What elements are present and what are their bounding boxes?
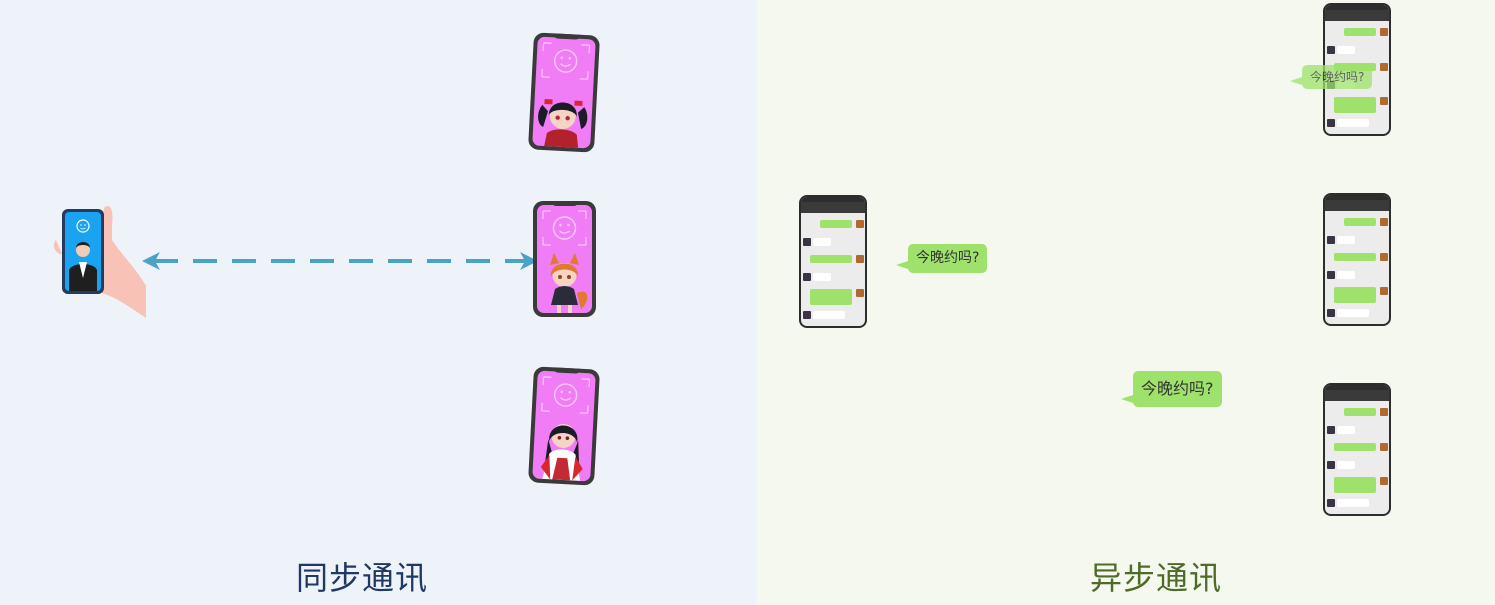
chat-header-bar: [1325, 200, 1389, 211]
hand-holding-phone-icon: [53, 205, 146, 318]
smiley-frame-icon: [541, 42, 591, 80]
message-bubble-sent: 今晚约吗?: [895, 244, 988, 273]
smiley-frame-icon: [541, 376, 591, 414]
chat-phone-receiver-2: [1323, 193, 1391, 326]
receiver-phone-2: [533, 201, 596, 317]
sync-panel: 同步通讯: [0, 0, 757, 605]
message-bubble-arriving: 今晚约吗?: [1289, 65, 1373, 89]
chat-header-bar: [801, 202, 865, 213]
smiley-frame-icon: [542, 210, 587, 246]
anime-shrine-maiden-icon: [540, 423, 583, 481]
anime-girl-twintails-icon: [538, 98, 588, 148]
chat-phone-receiver-3: [1323, 383, 1391, 516]
anime-fox-girl-icon: [550, 253, 588, 313]
message-bubble-in-transit: 今晚约吗?: [1121, 371, 1222, 407]
chat-header-bar: [1325, 10, 1389, 21]
async-caption: 异步通讯: [1090, 559, 1223, 597]
receiver-phone-1: [527, 32, 601, 153]
sync-caption: 同步通讯: [296, 559, 429, 597]
chat-phone-sender: [799, 195, 867, 328]
async-panel: 今晚约吗? 今晚约吗? 今晚约吗? 异步通讯: [757, 0, 1495, 605]
chat-header-bar: [1325, 390, 1389, 401]
receiver-phone-3: [528, 366, 600, 486]
bidirectional-dashed-arrow: [142, 252, 538, 270]
